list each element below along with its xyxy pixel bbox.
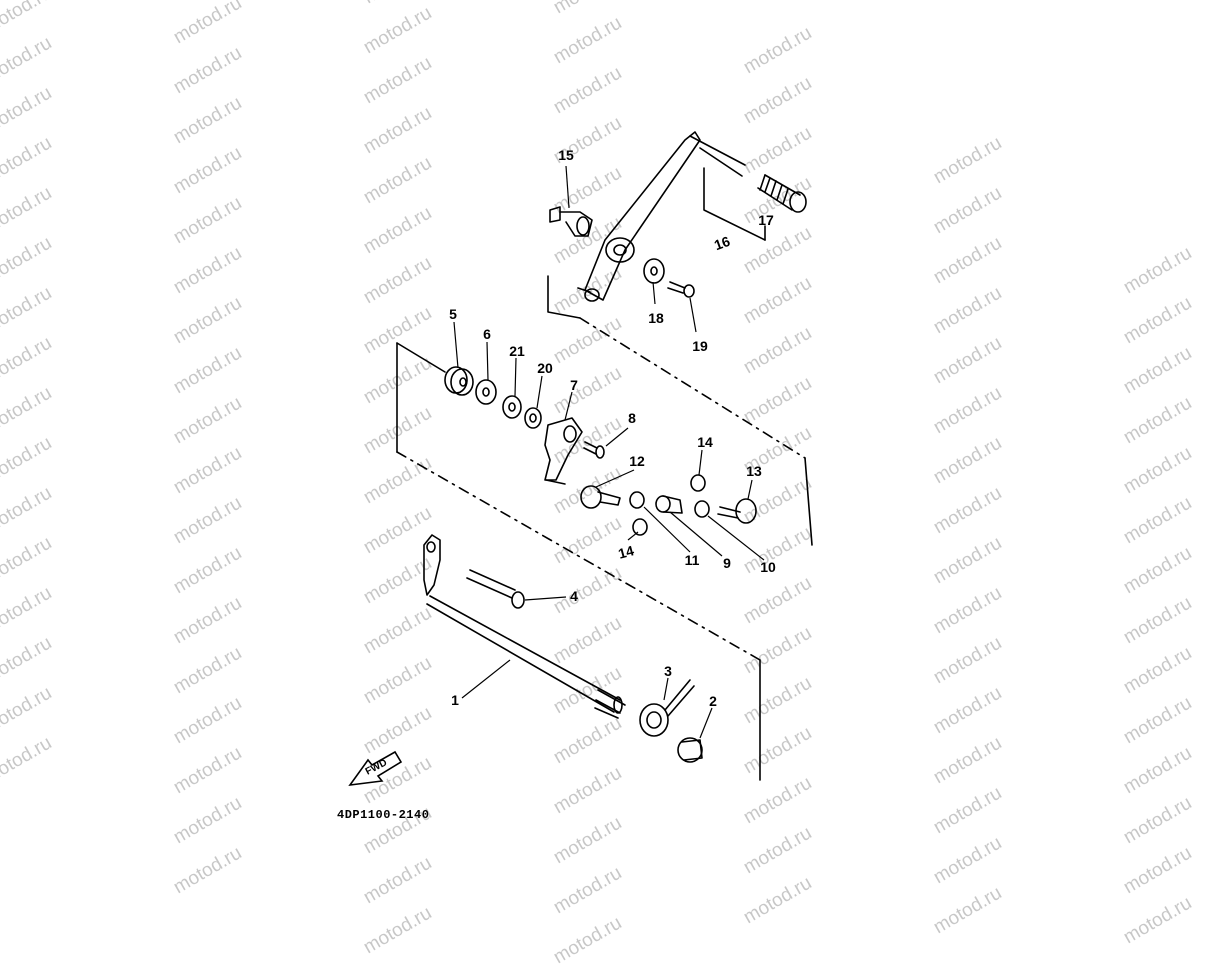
callout-13: 13 — [746, 463, 762, 479]
rod-end-13 — [717, 498, 757, 524]
collar-5 — [444, 366, 474, 396]
callout-17: 17 — [758, 212, 774, 228]
watermark-text: motod.ru — [550, 912, 626, 969]
callout-2: 2 — [709, 693, 717, 709]
washer-18 — [643, 258, 665, 284]
rod-end-12 — [580, 485, 621, 509]
bolt-8 — [583, 441, 605, 459]
diagram-drawing — [348, 131, 813, 787]
nut-14-lower — [632, 518, 648, 536]
callout-12: 12 — [629, 453, 645, 469]
nut-14-upper — [690, 474, 706, 492]
fwd-arrow-icon — [348, 750, 403, 787]
callout-5: 5 — [449, 306, 457, 322]
nut-10 — [694, 500, 710, 518]
callout-7: 7 — [570, 377, 578, 393]
callout-1: 1 — [451, 692, 459, 708]
clip-20 — [524, 407, 542, 429]
callout-4: 4 — [570, 588, 578, 604]
bolt-19 — [667, 281, 695, 298]
collar-2 — [677, 737, 703, 763]
washer-21 — [502, 395, 522, 419]
callout-21: 21 — [509, 343, 525, 359]
callout-18: 18 — [648, 310, 664, 326]
callout-3: 3 — [664, 663, 672, 679]
callout-8: 8 — [628, 410, 636, 426]
shift-arm-7 — [544, 417, 583, 485]
callout-14-lower: 14 — [616, 542, 636, 562]
pin-4 — [466, 569, 525, 609]
callout-10: 10 — [760, 559, 776, 575]
callout-9: 9 — [723, 555, 731, 571]
callout-15: 15 — [558, 147, 574, 163]
leader-16 — [703, 167, 766, 241]
leader-lines — [453, 165, 765, 739]
callout-20: 20 — [537, 360, 553, 376]
rod-9 — [655, 495, 683, 514]
spring-3 — [639, 679, 695, 737]
pedal-bracket-outline — [547, 275, 813, 546]
callout-14-upper: 14 — [697, 434, 713, 450]
callout-19: 19 — [692, 338, 708, 354]
link-rod-frame — [396, 342, 761, 781]
washer-6 — [475, 379, 497, 405]
nut-11 — [629, 491, 645, 509]
diagram-part-code: 4DP1100-2140 — [337, 808, 430, 822]
callout-6: 6 — [483, 326, 491, 342]
callout-11: 11 — [684, 552, 700, 568]
shift-pedal — [577, 131, 746, 302]
bolt-15 — [549, 206, 593, 237]
shift-shaft-1 — [423, 534, 626, 719]
pedal-tip-rubber — [757, 174, 807, 213]
